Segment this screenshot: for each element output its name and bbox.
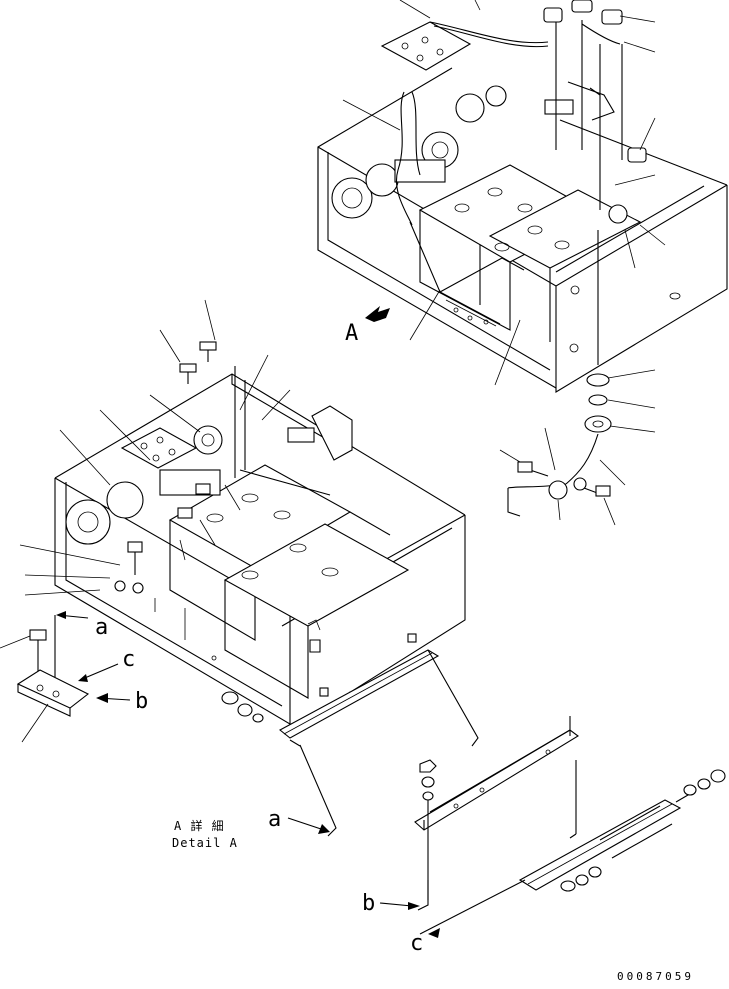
cable-detail [499,427,626,526]
drawing-number: 00087059 [617,970,694,983]
view-arrow-icon [365,306,390,322]
callout-c-left: c [78,647,135,682]
callout-c-detail-label: c [410,931,423,956]
detail-a-parts [221,649,726,935]
callout-a-detail: a [268,807,330,834]
callout-b-left: b [96,689,148,714]
callout-a-left: a [56,611,108,640]
callout-a-label: a [95,615,108,640]
detail-caption-jp: A 詳 細 [174,818,225,833]
callout-a-detail-label: a [268,807,281,832]
detail-caption-en: Detail A [172,836,238,850]
callout-c-detail: c [410,928,440,956]
left-bracket [0,615,90,743]
callout-b-detail-label: b [362,891,375,916]
callout-b-detail: b [362,891,420,916]
upper-battery-box [317,0,728,433]
view-label: A [345,321,358,346]
callout-b-label: b [135,689,148,714]
callout-c-label: c [122,647,135,672]
lower-battery-box [19,299,466,728]
